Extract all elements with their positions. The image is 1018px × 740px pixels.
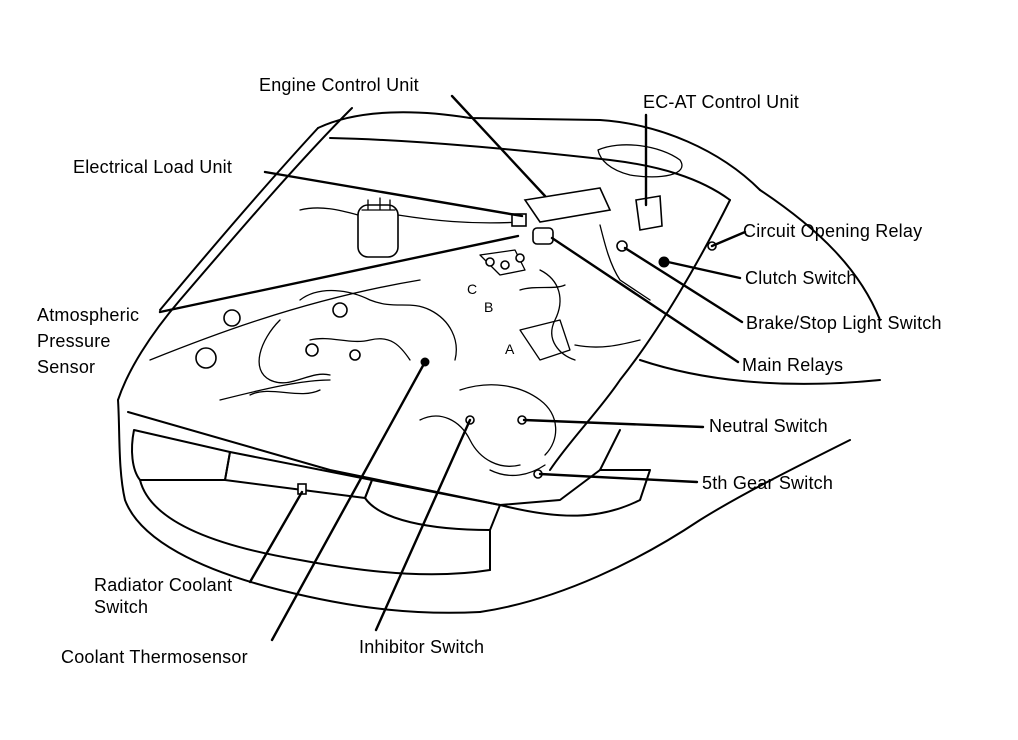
engine-fitting-4 xyxy=(349,349,361,361)
leader-inhibitor-switch xyxy=(374,418,472,632)
label-brake-stop-light-switch: Brake/Stop Light Switch xyxy=(746,313,942,333)
engine-fitting-2 xyxy=(195,347,217,369)
engine-components xyxy=(195,144,717,495)
car-body-outline xyxy=(117,107,881,614)
connector-3 xyxy=(515,253,525,263)
label-coolant-thermosensor: Coolant Thermosensor xyxy=(61,647,248,667)
callout-letter-b: B xyxy=(484,299,494,315)
leader-atmospheric-pressure-sensor xyxy=(158,234,520,314)
label-clutch-switch: Clutch Switch xyxy=(745,268,857,288)
callout-letter-c: C xyxy=(467,281,478,297)
label-circuit-opening-relay: Circuit Opening Relay xyxy=(743,221,923,241)
label-engine-control-unit: Engine Control Unit xyxy=(259,75,419,95)
label-fifth-gear-switch: 5th Gear Switch xyxy=(702,473,834,493)
leader-main-relays xyxy=(550,236,740,364)
label-atmospheric-pressure-sensor: Atmospheric Pressure Sensor xyxy=(37,305,140,377)
main-relays-part xyxy=(532,227,554,245)
leader-fifth-gear-switch xyxy=(538,472,699,484)
label-electrical-load-unit: Electrical Load Unit xyxy=(73,157,233,177)
label-main-relays: Main Relays xyxy=(742,355,844,375)
canister-part xyxy=(357,204,399,258)
callout-letter-a: A xyxy=(505,341,515,357)
label-inhibitor-switch: Inhibitor Switch xyxy=(359,637,485,657)
leader-coolant-thermosensor xyxy=(270,360,427,642)
engine-fitting-5 xyxy=(332,302,348,318)
engine-fitting-1 xyxy=(223,309,241,327)
engine-fitting-3 xyxy=(305,343,319,357)
leader-clutch-switch xyxy=(666,260,742,280)
label-ec-at-control-unit: EC-AT Control Unit xyxy=(643,92,799,112)
label-radiator-coolant-switch: Radiator Coolant Switch xyxy=(94,575,233,617)
label-neutral-switch: Neutral Switch xyxy=(709,416,828,436)
leader-engine-control-unit xyxy=(450,94,547,198)
connector-1 xyxy=(485,257,495,267)
leader-brake-stop-light-switch xyxy=(623,246,744,324)
leader-lines xyxy=(158,94,747,642)
leader-radiator-coolant-switch xyxy=(248,490,304,584)
leader-neutral-switch xyxy=(522,418,705,429)
engine-control-unit-part xyxy=(523,187,612,223)
leader-circuit-opening-relay xyxy=(710,230,747,248)
leader-electrical-load-unit xyxy=(263,170,524,218)
ec-at-control-unit-part xyxy=(635,195,663,231)
connector-2 xyxy=(500,260,510,270)
